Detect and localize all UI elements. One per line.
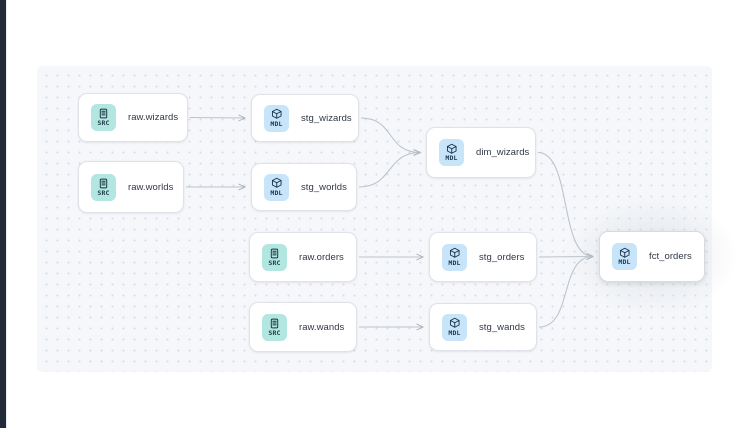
node-type-badge-model: MDL [439, 139, 464, 166]
badge-label: MDL [448, 328, 461, 337]
cube-icon [449, 247, 461, 259]
node-type-badge-model: MDL [442, 243, 467, 271]
cube-icon [449, 317, 461, 329]
badge-label: SRC [97, 119, 110, 127]
node-label: raw.wizards [128, 112, 179, 123]
node-label: dim_wizards [476, 147, 530, 158]
node-type-badge-model: MDL [264, 104, 289, 132]
node-type-badge-source: SRC [262, 313, 287, 341]
badge-label: MDL [445, 154, 458, 163]
lineage-node-fct_orders[interactable]: MDL fct_orders [599, 231, 705, 282]
node-type-badge-model: MDL [264, 173, 289, 201]
node-label: stg_orders [479, 251, 525, 263]
lineage-node-raw_orders[interactable]: SRC raw.orders [249, 232, 357, 282]
node-type-badge-source: SRC [262, 243, 287, 271]
node-label: raw.orders [299, 251, 344, 263]
badge-label: SRC [97, 188, 110, 197]
lineage-edge-raw_wizards-to-stg_wizards [189, 118, 245, 119]
lineage-node-raw_wands[interactable]: SRC raw.wands [249, 302, 357, 352]
database-icon [98, 178, 109, 189]
node-label: stg_worlds [301, 181, 347, 193]
database-icon [269, 248, 280, 259]
database-icon [98, 108, 109, 119]
lineage-node-raw_worlds[interactable]: SRC raw.worlds [78, 161, 184, 213]
node-type-badge-model: MDL [612, 243, 637, 270]
lineage-node-dim_wizards[interactable]: MDL dim_wizards [426, 127, 536, 178]
lineage-node-stg_worlds[interactable]: MDL stg_worlds [251, 163, 357, 211]
lineage-edge-stg_worlds-to-dim_wizards [358, 153, 420, 188]
node-label: raw.worlds [128, 181, 174, 193]
cube-icon [271, 177, 283, 189]
lineage-edge-stg_orders-to-fct_orders [538, 257, 593, 258]
lineage-node-raw_wizards[interactable]: SRC raw.wizards [78, 93, 188, 142]
node-type-badge-model: MDL [442, 313, 467, 341]
left-edge-rail [0, 0, 6, 428]
node-label: stg_wands [479, 321, 525, 333]
cube-icon [446, 143, 458, 155]
cube-icon [271, 108, 283, 120]
badge-label: MDL [270, 188, 283, 197]
badge-label: MDL [448, 258, 461, 267]
node-label: raw.wands [299, 321, 345, 333]
badge-label: MDL [618, 258, 631, 267]
node-label: fct_orders [649, 251, 692, 262]
lineage-edge-dim_wizards-to-fct_orders [537, 151, 593, 257]
lineage-node-stg_wands[interactable]: MDL stg_wands [429, 303, 537, 351]
node-label: stg_wizards [301, 112, 352, 124]
rail-seam-divider [6, 0, 7, 428]
lineage-node-stg_orders[interactable]: MDL stg_orders [429, 232, 537, 282]
lineage-edge-stg_wizards-to-dim_wizards [360, 117, 420, 153]
node-type-badge-source: SRC [91, 173, 116, 201]
database-icon [269, 318, 280, 329]
lineage-node-stg_wizards[interactable]: MDL stg_wizards [251, 94, 359, 142]
badge-label: SRC [268, 328, 281, 337]
cube-icon [619, 247, 631, 259]
badge-label: SRC [268, 258, 281, 267]
node-type-badge-source: SRC [91, 104, 116, 131]
lineage-edge-stg_wands-to-fct_orders [538, 257, 593, 328]
badge-label: MDL [270, 119, 283, 128]
